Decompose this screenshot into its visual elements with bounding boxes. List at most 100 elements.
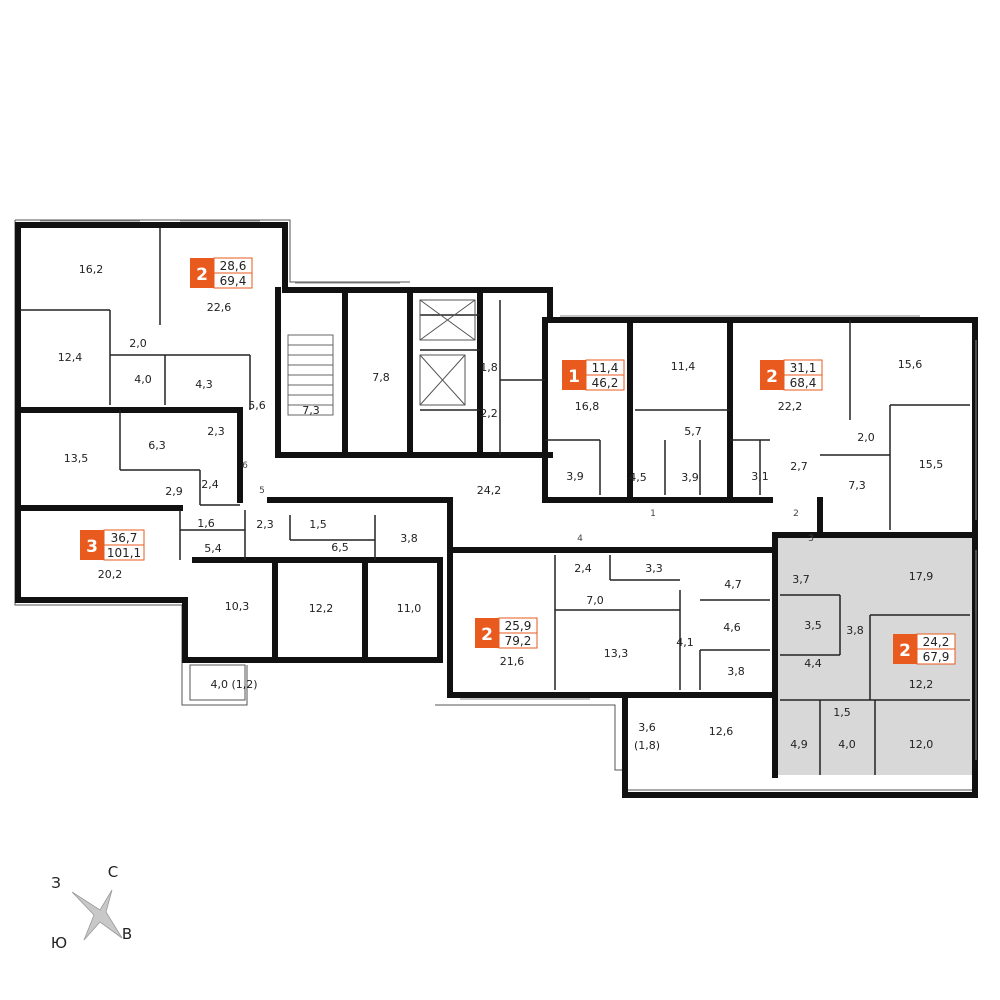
room-area: 12,6 (709, 725, 734, 738)
room-area: 7,3 (302, 404, 320, 417)
room-area: 13,3 (604, 647, 629, 660)
partitions (20, 228, 970, 775)
apartment-badge[interactable]: 2 25,9 79,2 (475, 617, 538, 649)
room-area: 4,5 (629, 471, 647, 484)
room-area: 3,1 (751, 470, 769, 483)
room-area: 7,8 (372, 371, 390, 384)
room-area: 7,3 (848, 479, 866, 492)
room-area: 5,7 (684, 425, 702, 438)
room-area: 4,1 (676, 636, 694, 649)
badge-rooms: 2 (481, 625, 493, 645)
apartment-badge[interactable]: 2 28,6 69,4 (190, 257, 253, 289)
stair (287, 334, 334, 416)
room-area: 4,6 (723, 621, 741, 634)
room-labels: 16,2 22,6 12,4 2,0 4,0 4,3 5,6 13,5 6,3 … (58, 263, 944, 752)
badge-living-area: 31,1 (790, 361, 817, 375)
apartment-badge[interactable]: 1 11,4 46,2 (562, 359, 625, 391)
room-area: 5,4 (204, 542, 222, 555)
badge-total-area: 79,2 (505, 634, 532, 648)
badge-total-area: 69,4 (220, 274, 247, 288)
badge-rooms: 3 (86, 537, 98, 557)
room-area: 3,7 (792, 573, 810, 586)
room-area: 3,3 (645, 562, 663, 575)
room-area: 16,2 (79, 263, 104, 276)
badge-living-area: 25,9 (505, 619, 532, 633)
badge-rooms: 1 (568, 367, 580, 387)
door-number: 1 (650, 509, 656, 519)
room-area: 15,6 (898, 358, 923, 371)
door-number: 6 (242, 461, 248, 471)
room-area: 5,6 (248, 399, 266, 412)
badge-rooms: 2 (899, 641, 911, 661)
room-area: 4,0 (134, 373, 152, 386)
room-area: 1,8 (480, 361, 498, 374)
badge-total-area: 46,2 (592, 376, 619, 390)
badge-total-area: 68,4 (790, 376, 817, 390)
apartment-badge[interactable]: 2 24,2 67,9 (893, 633, 956, 665)
room-area: 3,8 (727, 665, 745, 678)
room-area: 12,4 (58, 351, 83, 364)
compass-north: С (108, 863, 118, 881)
room-area: 11,0 (397, 602, 422, 615)
room-area: 2,4 (574, 562, 592, 575)
room-area: 4,7 (724, 578, 742, 591)
room-area: 2,7 (790, 460, 808, 473)
badge-living-area: 36,7 (111, 531, 138, 545)
room-area: 4,0 (838, 738, 856, 751)
compass-rose: С З В Ю (51, 863, 132, 952)
door-number: 4 (577, 534, 583, 544)
structural-walls (15, 222, 978, 798)
room-area: 3,9 (681, 471, 699, 484)
balcony (189, 664, 246, 701)
room-area: 6,3 (148, 439, 166, 452)
door-number: 5 (259, 486, 265, 496)
badge-total-area: 101,1 (107, 546, 141, 560)
room-area: 24,2 (477, 484, 502, 497)
room-area: 22,6 (207, 301, 232, 314)
room-area: 12,2 (909, 678, 934, 691)
room-area: 2,2 (480, 407, 498, 420)
room-area: 11,4 (671, 360, 696, 373)
room-area: 1,5 (309, 518, 327, 531)
room-area: 2,3 (207, 425, 225, 438)
room-area: 16,8 (575, 400, 600, 413)
room-area: 10,3 (225, 600, 250, 613)
room-area: 21,6 (500, 655, 525, 668)
room-area: 2,9 (165, 485, 183, 498)
door-number: 2 (793, 509, 799, 519)
room-area: (1,8) (634, 739, 660, 752)
room-area: 3,9 (566, 470, 584, 483)
room-area: 4,4 (804, 657, 822, 670)
room-area: 2,0 (857, 431, 875, 444)
room-area: 12,0 (909, 738, 934, 751)
room-area: 3,8 (400, 532, 418, 545)
badge-living-area: 24,2 (923, 635, 950, 649)
elevators (419, 299, 476, 406)
apartment-badge[interactable]: 2 31,1 68,4 (760, 359, 823, 391)
badge-rooms: 2 (196, 265, 208, 285)
room-area: 6,5 (331, 541, 349, 554)
room-area: 4,0 (1,2) (210, 678, 257, 691)
door-number: 3 (808, 534, 814, 544)
room-area: 3,8 (846, 624, 864, 637)
room-area: 2,3 (256, 518, 274, 531)
room-area: 4,3 (195, 378, 213, 391)
room-area: 13,5 (64, 452, 89, 465)
room-area: 7,0 (586, 594, 604, 607)
room-area: 1,5 (833, 706, 851, 719)
room-area: 17,9 (909, 570, 934, 583)
door-numbers: 6 5 4 3 2 1 (242, 461, 814, 544)
badge-living-area: 11,4 (592, 361, 619, 375)
windows (40, 220, 977, 760)
room-area: 3,5 (804, 619, 822, 632)
apartment-badge[interactable]: 3 36,7 101,1 (80, 529, 145, 561)
room-area: 22,2 (778, 400, 803, 413)
room-area: 2,0 (129, 337, 147, 350)
compass-south: Ю (51, 934, 67, 952)
badge-total-area: 67,9 (923, 650, 950, 664)
room-area: 12,2 (309, 602, 334, 615)
compass-star-icon (71, 889, 123, 941)
compass-east: В (122, 925, 132, 943)
room-area: 1,6 (197, 517, 215, 530)
